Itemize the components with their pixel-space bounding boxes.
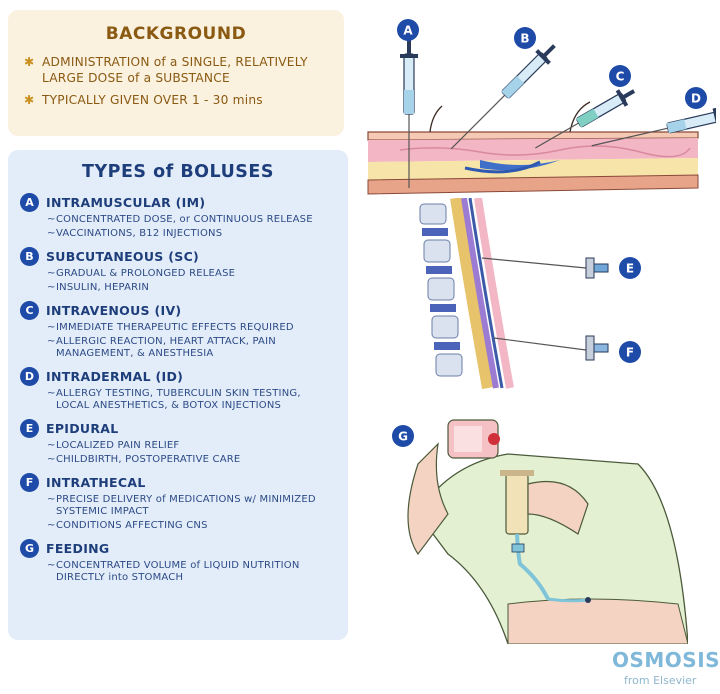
type-detail: ~CHILDBIRTH, POSTOPERATIVE CARE xyxy=(47,454,241,465)
type-item-subcutaneous: B SUBCUTANEOUS (SC) ~GRADUAL & PROLONGED… xyxy=(20,246,336,294)
type-name: INTRADERMAL (ID) xyxy=(46,368,184,384)
letter-badge: E xyxy=(20,418,39,438)
patient-torso xyxy=(417,453,688,644)
background-point-text: ADMINISTRATION of a SINGLE, RELATIVELY L… xyxy=(42,55,308,85)
svg-text:B: B xyxy=(520,32,529,46)
type-name: FEEDING xyxy=(46,540,110,556)
type-item-intrathecal: F INTRATHECAL ~PRECISE DELIVERY of MEDIC… xyxy=(20,472,336,532)
hair-icon xyxy=(569,101,591,133)
type-detail: ~IMMEDIATE THERAPEUTIC EFFECTS REQUIRED xyxy=(47,322,294,333)
syringe-d-icon xyxy=(591,107,716,147)
svg-text:G: G xyxy=(398,430,408,444)
syringe-c-icon xyxy=(535,89,636,149)
type-name: INTRAMUSCULAR (IM) xyxy=(46,194,206,210)
background-panel: BACKGROUND ✱ ADMINISTRATION of a SINGLE,… xyxy=(8,10,344,136)
type-detail-text: VACCINATIONS, B12 INJECTIONS xyxy=(56,228,223,239)
type-detail-text: IMMEDIATE THERAPEUTIC EFFECTS REQUIRED xyxy=(56,322,294,333)
type-detail-text: GRADUAL & PROLONGED RELEASE xyxy=(56,268,236,279)
svg-text:F: F xyxy=(626,346,634,360)
type-detail: ~CONDITIONS AFFECTING CNS xyxy=(47,520,208,531)
skin-layers xyxy=(367,131,699,195)
type-detail: ~VACCINATIONS, B12 INJECTIONS xyxy=(47,228,223,239)
type-detail: ~GRADUAL & PROLONGED RELEASE xyxy=(47,268,236,279)
background-point-text: TYPICALLY GIVEN OVER 1 - 30 mins xyxy=(42,93,263,107)
label-a-badge: A xyxy=(397,19,419,41)
type-detail-text: ALLERGIC REACTION, HEART ATTACK, PAIN MA… xyxy=(56,336,276,359)
osmosis-logo: OSMOSIS from Elsevier xyxy=(604,648,720,690)
type-detail: ~LOCALIZED PAIN RELIEF xyxy=(47,440,180,451)
logo-subtitle: from Elsevier xyxy=(624,674,697,687)
type-item-intramuscular: A INTRAMUSCULAR (IM) ~CONCENTRATED DOSE,… xyxy=(20,192,336,240)
type-detail: ~INSULIN, HEPARIN xyxy=(47,282,150,293)
type-name: SUBCUTANEOUS (SC) xyxy=(46,248,200,264)
type-name: INTRAVENOUS (IV) xyxy=(46,302,182,318)
hair-icon xyxy=(429,105,443,133)
letter-badge: C xyxy=(20,300,39,320)
svg-text:E: E xyxy=(626,262,634,276)
label-d-badge: D xyxy=(685,87,707,109)
label-c-badge: C xyxy=(609,65,631,87)
asterisk-icon: ✱ xyxy=(24,93,35,107)
type-detail-text: LOCALIZED PAIN RELIEF xyxy=(56,440,180,451)
background-title: BACKGROUND xyxy=(105,24,247,44)
feeding-tube-illustration: G xyxy=(392,419,688,644)
type-detail: ~ALLERGY TESTING, TUBERCULIN SKIN TESTIN… xyxy=(47,388,301,411)
type-name: INTRATHECAL xyxy=(46,474,146,490)
needle-e-icon xyxy=(481,257,609,279)
type-detail-text: ALLERGY TESTING, TUBERCULIN SKIN TESTING… xyxy=(56,388,301,411)
type-detail: ~PRECISE DELIVERY of MEDICATIONS w/ MINI… xyxy=(47,494,316,517)
background-point: ✱ ADMINISTRATION of a SINGLE, RELATIVELY… xyxy=(24,54,328,86)
type-detail-text: CHILDBIRTH, POSTOPERATIVE CARE xyxy=(56,454,241,465)
logo-name: OSMOSIS xyxy=(612,648,720,672)
label-b-badge: B xyxy=(514,27,536,49)
hand-holding-formula xyxy=(407,419,500,556)
type-detail-text: PRECISE DELIVERY of MEDICATIONS w/ MINIM… xyxy=(56,494,316,517)
types-panel: TYPES of BOLUSES A INTRAMUSCULAR (IM) ~C… xyxy=(8,150,348,640)
letter-badge: B xyxy=(20,246,39,266)
feeding-tube-icon xyxy=(511,533,591,603)
spine-vertebrae xyxy=(419,203,463,377)
type-item-feeding: G FEEDING ~CONCENTRATED VOLUME of LIQUID… xyxy=(20,538,336,584)
type-name: EPIDURAL xyxy=(46,420,119,436)
svg-text:A: A xyxy=(403,24,413,38)
letter-badge: D xyxy=(20,366,39,386)
feeding-syringe-icon xyxy=(500,470,589,535)
letter-badge: F xyxy=(20,472,39,492)
label-f-badge: F xyxy=(619,341,641,363)
type-detail-text: CONCENTRATED VOLUME of LIQUID NUTRITION … xyxy=(56,560,300,583)
type-detail-text: CONDITIONS AFFECTING CNS xyxy=(56,520,208,531)
types-title: TYPES of BOLUSES xyxy=(82,162,274,182)
type-detail: ~ALLERGIC REACTION, HEART ATTACK, PAIN M… xyxy=(47,336,276,359)
injection-routes-illustration: A B C D xyxy=(367,19,716,195)
type-detail-text: CONCENTRATED DOSE, or CONTINUOUS RELEASE xyxy=(56,214,313,225)
syringe-b-icon xyxy=(450,44,556,150)
type-detail-text: INSULIN, HEPARIN xyxy=(56,282,150,293)
background-point: ✱ TYPICALLY GIVEN OVER 1 - 30 mins xyxy=(24,92,328,108)
type-detail: ~CONCENTRATED VOLUME of LIQUID NUTRITION… xyxy=(47,560,300,583)
svg-text:C: C xyxy=(616,70,625,84)
needle-f-icon xyxy=(493,335,609,361)
spinal-injection-illustration: E F xyxy=(419,198,641,390)
label-g-badge: G xyxy=(392,425,414,447)
spinal-cord xyxy=(450,198,514,390)
asterisk-icon: ✱ xyxy=(24,55,35,69)
letter-badge: A xyxy=(20,192,39,212)
letter-badge: G xyxy=(20,538,39,558)
type-item-intravenous: C INTRAVENOUS (IV) ~IMMEDIATE THERAPEUTI… xyxy=(20,300,336,360)
type-detail: ~CONCENTRATED DOSE, or CONTINUOUS RELEAS… xyxy=(47,214,313,225)
type-item-intradermal: D INTRADERMAL (ID) ~ALLERGY TESTING, TUB… xyxy=(20,366,336,412)
label-e-badge: E xyxy=(619,257,641,279)
svg-text:D: D xyxy=(691,92,701,106)
type-item-epidural: E EPIDURAL ~LOCALIZED PAIN RELIEF ~CHILD… xyxy=(20,418,336,466)
syringe-a-icon xyxy=(400,40,418,188)
